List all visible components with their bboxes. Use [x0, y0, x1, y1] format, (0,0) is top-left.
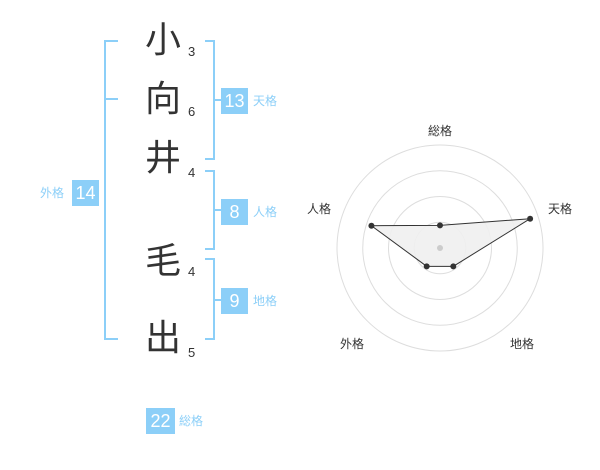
stroke-count-1: 3 [188, 44, 196, 59]
radar-point-4 [368, 222, 375, 229]
chikaku-value: 9 [221, 288, 248, 314]
name-char-2: 向 [144, 79, 181, 120]
radar-axis-label-chikaku: 地格 [510, 337, 535, 351]
radar-point-0 [437, 222, 443, 229]
radar-grid-ring-3 [362, 170, 518, 326]
radar-point-2 [450, 263, 457, 270]
name-char-1: 小 [144, 20, 181, 61]
radar-point-1 [527, 215, 534, 222]
soukaku-value: 22 [146, 408, 175, 434]
name-char-4: 毛 [144, 241, 181, 282]
gaikaku-label: 外格 [40, 186, 65, 200]
stroke-count-4: 4 [188, 264, 196, 279]
radar-point-3 [423, 263, 430, 270]
radar-grid-ring-2 [388, 196, 492, 300]
soukaku-label: 総格 [179, 414, 204, 428]
radar-axis-label-tenkaku: 天格 [548, 202, 573, 216]
radar-center-dot [437, 245, 443, 251]
jinkaku-label: 人格 [253, 205, 278, 219]
radar-grid-ring-4 [336, 144, 544, 352]
chikaku-label: 地格 [253, 294, 278, 308]
stroke-count-3: 4 [188, 165, 196, 180]
radar-points [368, 215, 534, 270]
radar-axis-label-jinkaku: 人格 [307, 202, 332, 216]
outer-bracket [104, 40, 118, 340]
jinkaku-value: 8 [221, 199, 248, 225]
name-char-3: 井 [144, 138, 181, 179]
radar-polygon [369, 218, 531, 267]
radar-grid [336, 144, 544, 352]
gaikaku-value: 14 [72, 180, 99, 206]
radar-axis-label-soukaku: 総格 [428, 124, 453, 138]
name-char-5: 出 [144, 318, 181, 359]
stroke-count-5: 5 [188, 345, 196, 360]
stroke-count-2: 6 [188, 104, 196, 119]
tenkaku-label: 天格 [253, 94, 278, 108]
tenkaku-value: 13 [221, 88, 248, 114]
radar-axis-label-gaikaku: 外格 [340, 337, 365, 351]
